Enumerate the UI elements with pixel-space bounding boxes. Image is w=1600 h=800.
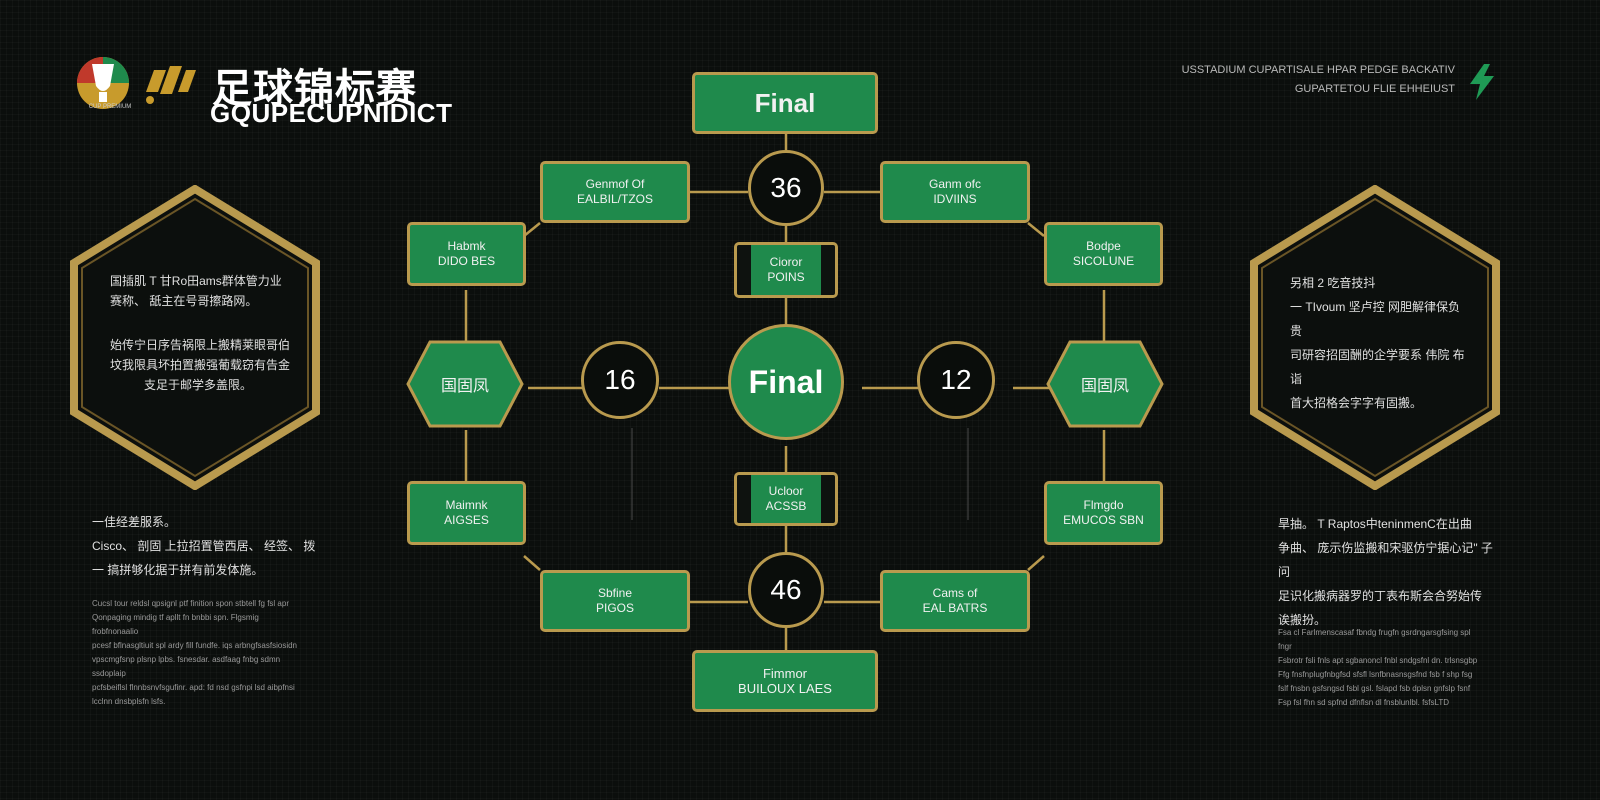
right-fine-print: Fsa cl Farlmenscasaf fbndg frugfn gsrdng…: [1278, 626, 1478, 710]
match-box-line-1: Maimnk: [445, 498, 488, 512]
match-box-line-2: AIGSES: [444, 513, 489, 527]
score-circle-top[interactable]: 36: [748, 150, 824, 226]
right-fine-line: Ffg fnsfnplugfnbgfsd sfsfl lsnfbnasnsgsf…: [1278, 670, 1473, 679]
match-box-inner: Cioror POINS: [751, 245, 821, 295]
left-hex-line: 支足于邮学多盖限。: [144, 378, 253, 392]
left-hex-line: 坟我限具坏拍置搬强葡载窃有告金: [110, 358, 291, 372]
match-box-line-1: Habmk: [447, 239, 486, 253]
brand-title: 足球锦标赛: [212, 67, 417, 111]
match-box-bottom[interactable]: Fimmor BUILOUX LAES: [692, 650, 878, 712]
match-box-line-1: Bodpe: [1086, 239, 1121, 253]
left-body-line: Cisco、 剖固 上拉招置管西居、 经签、 拨: [92, 539, 316, 553]
brand-subtitle: GQUPECUPNIDICT: [210, 98, 453, 128]
match-box-top-left[interactable]: Genmof Of EALBIL/TZOS: [540, 161, 690, 223]
match-box-line-2: ACSSB: [765, 499, 807, 513]
left-fine-line: pcfsbeiflsl flnnbsnvfsgufinr. apd: fd ns…: [92, 683, 295, 692]
right-body-line: 争曲、 庞示伤监搬和宋驱仿宁据心记" 子问: [1278, 541, 1493, 579]
left-body-line: 一 搞拼够化据于拼有前发体施。: [92, 563, 264, 577]
trophy-icon: [77, 57, 196, 109]
right-fine-line: fslf fnsbn gsfsngsd fsbl gsl. fslapd fsb…: [1278, 684, 1471, 693]
match-box-line-1: Genmof Of: [585, 177, 645, 191]
right-fine-line: Fsp fsl fhn sd spfnd dfnflsn dl fnsblunl…: [1278, 698, 1450, 707]
match-box-bottom-right[interactable]: Cams of EAL BATRS: [880, 570, 1030, 632]
right-body-line: 足识化搬病器罗的丁表布斯会合努始传: [1278, 589, 1483, 603]
right-body-line: 旱抽。 T Raptos中teninmenC在出曲: [1278, 517, 1472, 531]
right-fine-line: Fsa cl Farlmenscasaf fbndg frugfn gsrdng…: [1278, 628, 1471, 651]
hex-node-shape: [1046, 340, 1164, 428]
match-box-mid-right-bottom[interactable]: Flmgdo EMUCOS SBN: [1044, 481, 1163, 545]
left-hex-line: 赛称、 舐主在号哥擦路网。: [110, 294, 258, 308]
match-box-line-1: Ganm ofc: [928, 177, 982, 191]
final-match-label: Final: [754, 88, 816, 118]
hex-node-right[interactable]: 国固凤: [1046, 340, 1164, 428]
left-info-hexagon: [70, 185, 320, 490]
match-box-line-1: Fimmor: [762, 666, 808, 681]
hex-node-left[interactable]: 国固凤: [406, 340, 524, 428]
left-hex-line: 国插肌 T 甘Ro田ams群体管力业: [110, 274, 282, 288]
hex-node-shape: [406, 340, 524, 428]
final-match-box[interactable]: Final: [692, 72, 878, 134]
left-hex-line: [110, 311, 290, 335]
top-right-line-1: USSTADIUM CUPARTISALE HPAR PEDGE BACKATI…: [1181, 64, 1455, 76]
logo-cup-text: CUP PREMIUM: [88, 104, 132, 110]
left-fine-line: pcesf bflnasgltiuit spl ardy fill fundfe…: [92, 641, 297, 650]
match-box-upper-small[interactable]: Cioror POINS: [734, 242, 838, 298]
match-box-line-2: EMUCOS SBN: [1063, 513, 1144, 527]
right-hex-line: 首大招格会字字有固搬。: [1290, 396, 1423, 410]
match-box-inner: Ucloor ACSSB: [751, 475, 821, 523]
match-box-line-1: Sbfine: [597, 586, 633, 600]
match-box-top-right[interactable]: Ganm ofc IDVIINS: [880, 161, 1030, 223]
right-hex-line: 另相 2 吃音技抖: [1290, 276, 1376, 290]
left-fine-line: lcclnn dnsbplsfn lsfs.: [92, 697, 166, 706]
left-hex-line: 始传宁日序告祸限上搬精莱眼哥伯: [110, 338, 291, 352]
match-box-line-2: PIGOS: [595, 601, 634, 615]
lightning-icon: [1470, 64, 1494, 100]
left-body-line: 一佳经差服系。: [92, 515, 177, 529]
final-center-circle[interactable]: Final: [728, 324, 844, 440]
right-hex-text: 另相 2 吃音技抖 一 TIvoum 坚卢控 网胆解律保负贵 司研容招固酬的企学…: [1290, 271, 1470, 415]
match-box-mid-left-top[interactable]: Habmk DIDO BES: [407, 222, 526, 286]
right-hex-line: 一 TIvoum 坚卢控 网胆解律保负贵: [1290, 300, 1461, 338]
score-circle-left[interactable]: 16: [581, 341, 659, 419]
match-box-line-2: BUILOUX LAES: [738, 681, 832, 696]
match-box-line-2: IDVIINS: [933, 192, 977, 206]
right-body-text: 旱抽。 T Raptos中teninmenC在出曲 争曲、 庞示伤监搬和宋驱仿宁…: [1278, 512, 1493, 632]
match-box-line-1: Cams of: [932, 586, 978, 600]
right-fine-line: Fsbrotr fsli fnls apt sgbanoncl fnbl snd…: [1278, 656, 1478, 665]
left-fine-line: vpscmgfsnp plsnp lpbs. fsnesdar. asdfaag…: [92, 655, 281, 678]
match-box-line-2: POINS: [767, 270, 805, 284]
left-body-text: 一佳经差服系。 Cisco、 剖固 上拉招置管西居、 经签、 拨 一 搞拼够化据…: [92, 510, 332, 582]
match-box-line-1: Flmgdo: [1083, 498, 1124, 512]
match-box-lower-small[interactable]: Ucloor ACSSB: [734, 472, 838, 526]
match-box-line-1: Ucloor: [768, 484, 804, 498]
match-box-line-2: SICOLUNE: [1072, 254, 1135, 268]
left-fine-line: Qonpaging mindig tf apllt fn bnbbi spn. …: [92, 613, 259, 636]
top-right-line-2: GUPARTETOU FLIE EHHEIUST: [1294, 83, 1455, 95]
brand-logo: [76, 56, 436, 130]
hex-node-label: 国固凤: [1080, 378, 1129, 395]
right-hex-line: 司研容招固酬的企学要系 伟院 布诣: [1290, 348, 1465, 386]
score-circle-bottom[interactable]: 46: [748, 552, 824, 628]
left-hex-text: 国插肌 T 甘Ro田ams群体管力业 赛称、 舐主在号哥擦路网。 始传宁日序告祸…: [110, 271, 290, 395]
match-box-line-2: EAL BATRS: [922, 601, 988, 615]
right-body-line: 诶搬扮。: [1278, 613, 1327, 627]
match-box-mid-left-bottom[interactable]: Maimnk AIGSES: [407, 481, 526, 545]
match-box-line-1: Cioror: [769, 255, 803, 269]
score-circle-right[interactable]: 12: [917, 341, 995, 419]
match-box-line-2: EALBIL/TZOS: [576, 192, 654, 206]
match-box-line-2: DIDO BES: [437, 254, 496, 268]
right-info-hexagon: [1250, 185, 1500, 490]
hex-node-label: 国固凤: [440, 378, 489, 395]
match-box-bottom-left[interactable]: Sbfine PIGOS: [540, 570, 690, 632]
left-fine-line: Cucsl tour reldsl qpsignl ptf finition s…: [92, 599, 289, 608]
left-fine-print: Cucsl tour reldsl qpsignl ptf finition s…: [92, 597, 307, 709]
match-box-mid-right-top[interactable]: Bodpe SICOLUNE: [1044, 222, 1163, 286]
